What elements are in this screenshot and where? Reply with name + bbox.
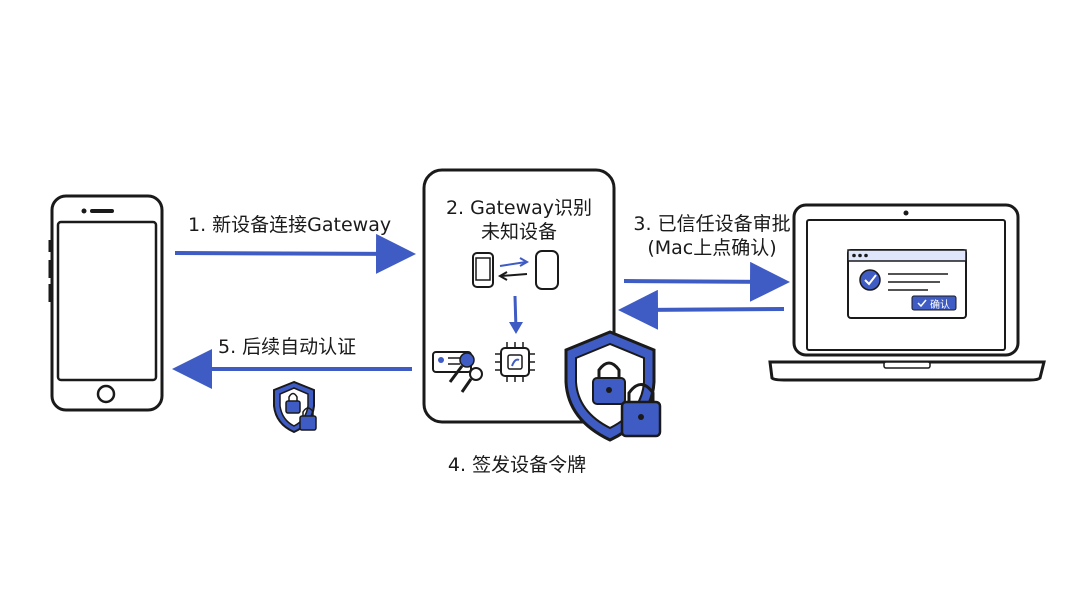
step2-line1: 2. Gateway识别	[445, 197, 593, 219]
small-tablet-icon	[535, 250, 559, 290]
arrow-step1	[174, 233, 416, 274]
chip-icon	[495, 342, 535, 382]
step1-label: 1. 新设备连接Gateway	[188, 214, 392, 236]
small-phone-icon	[472, 252, 494, 288]
down-arrow-icon	[509, 295, 523, 334]
step2-line2: 未知设备	[480, 221, 557, 243]
shield-lock-icon	[564, 330, 662, 442]
smartphone-icon	[48, 194, 164, 412]
step3-line1: 3. 已信任设备审批	[633, 213, 791, 235]
step4-label: 4. 签发设备令牌	[447, 454, 587, 476]
arrow-step3-back	[618, 289, 785, 330]
confirm-button-label: 确认	[930, 300, 950, 311]
swap-arrows-icon	[497, 257, 530, 281]
keys-icon	[448, 352, 483, 393]
check-icon	[917, 299, 927, 308]
arrow-step3-out	[623, 261, 790, 302]
small-shield-lock-icon	[273, 380, 317, 434]
step5-label: 5. 后续自动认证	[218, 336, 357, 358]
step3-label: 3. 已信任设备审批 (Mac上点确认)	[622, 212, 802, 260]
step2-label: 2. Gateway识别 未知设备	[424, 196, 614, 244]
confirm-button[interactable]	[911, 295, 957, 311]
step3-line2: (Mac上点确认)	[647, 237, 777, 259]
